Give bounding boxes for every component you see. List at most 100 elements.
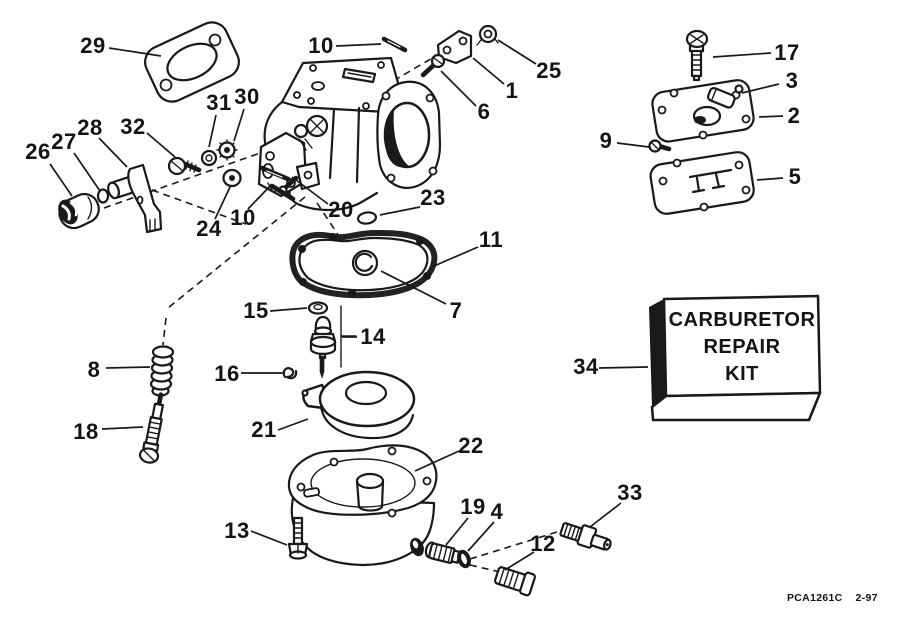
part-callout-2: 2 <box>787 103 801 128</box>
leader-line-10 <box>247 184 272 210</box>
part-28-lever <box>107 163 163 234</box>
kit-line-2: REPAIR <box>703 335 781 358</box>
part-15-washer <box>307 301 329 315</box>
leader-line-2 <box>758 115 784 118</box>
part-callout-12: 12 <box>530 531 556 556</box>
part-callout-25: 25 <box>536 58 562 83</box>
leader-line-26 <box>49 163 73 197</box>
part-29-gasket <box>144 21 240 103</box>
part-26-cup <box>58 192 100 230</box>
part-callout-5: 5 <box>788 164 802 189</box>
part-32-screw <box>167 156 202 176</box>
part-3-check-valve <box>706 84 744 109</box>
part-callout-9: 9 <box>599 128 613 153</box>
part-callout-8: 8 <box>87 357 101 382</box>
part-31-washer <box>200 149 218 167</box>
repair-kit-label: CARBURETOR REPAIR KIT <box>666 301 818 393</box>
part-callout-10: 10 <box>308 33 334 58</box>
leader-line-23 <box>379 206 421 216</box>
part-callout-31: 31 <box>206 90 232 115</box>
leader-line-31 <box>208 114 217 148</box>
carburetor-body <box>257 56 442 212</box>
leader-line-28 <box>98 137 128 168</box>
part-callout-18: 18 <box>73 419 99 444</box>
leader-line-27 <box>73 152 101 192</box>
leader-line-9 <box>616 142 650 148</box>
part-callout-3: 3 <box>785 68 799 93</box>
leader-line-4 <box>467 521 495 552</box>
leader-line-19 <box>445 517 469 546</box>
part-17-screw <box>685 29 709 82</box>
part-4-gasket <box>457 549 471 569</box>
leader-line-1 <box>472 57 505 85</box>
document-date: 2-97 <box>855 592 878 604</box>
part-callout-24: 24 <box>196 216 222 241</box>
part-callout-17: 17 <box>774 40 800 65</box>
kit-line-3: KIT <box>725 362 759 385</box>
part-7-center-valve <box>351 249 379 277</box>
part-34-kit-box <box>649 294 822 422</box>
part-callout-6: 6 <box>477 99 491 124</box>
part-9-screw <box>648 139 672 153</box>
leader-line-6 <box>440 70 477 107</box>
part-24-washer <box>222 168 242 188</box>
part-10-pin-top <box>381 36 408 53</box>
leader-line-20 <box>291 176 329 205</box>
part-callout-20: 20 <box>328 197 354 222</box>
part-callout-32: 32 <box>120 114 146 139</box>
part-callout-14: 14 <box>360 324 386 349</box>
part-22-float-bowl <box>287 444 438 566</box>
part-callout-30: 30 <box>234 84 260 109</box>
part-23-plug <box>356 211 378 225</box>
leader-line-22 <box>414 450 460 472</box>
leader-line-11 <box>433 246 479 267</box>
part-10-pin-mid <box>259 165 296 202</box>
leader-line-13 <box>250 530 288 546</box>
part-callout-33: 33 <box>617 480 643 505</box>
kit-line-1: CARBURETOR <box>668 308 816 331</box>
part-callout-16: 16 <box>214 361 240 386</box>
part-16-clip <box>282 367 298 380</box>
part-callout-27: 27 <box>51 129 77 154</box>
part-8-spring <box>149 345 175 397</box>
part-callout-28: 28 <box>77 115 103 140</box>
part-27-oring <box>96 188 110 204</box>
part-callout-11: 11 <box>478 227 504 252</box>
part-6-screw <box>420 53 446 78</box>
part-13-screw <box>287 516 309 560</box>
part-14-needle-seat <box>309 305 357 379</box>
leader-line-21 <box>277 418 309 431</box>
leader-line-30 <box>233 108 245 142</box>
leader-line-18 <box>101 426 144 430</box>
part-30-star-washer <box>216 139 238 161</box>
footer-code: PCA1261C 2-97 <box>787 592 878 604</box>
leader-line-5 <box>756 177 784 181</box>
leader-line-29 <box>108 47 162 57</box>
leader-line-25 <box>497 39 537 65</box>
leader-line-17 <box>712 52 772 58</box>
leader-line-10 <box>335 43 382 47</box>
part-callout-7: 7 <box>449 298 463 323</box>
leader-line-3 <box>741 83 780 94</box>
part-callout-34: 34 <box>573 354 599 379</box>
leader-line-33 <box>589 502 622 528</box>
leader-line-34 <box>598 366 649 369</box>
part-callout-10: 10 <box>230 205 256 230</box>
leader-line-15 <box>269 307 308 312</box>
part-callout-26: 26 <box>25 139 51 164</box>
part-callout-23: 23 <box>420 185 446 210</box>
part-callout-15: 15 <box>243 298 269 323</box>
leader-line-24 <box>214 186 231 220</box>
leader-line-32 <box>146 132 176 158</box>
document-code: PCA1261C <box>787 592 843 604</box>
part-11-gasket <box>289 229 438 299</box>
part-12-plug-screw <box>493 566 537 597</box>
leader-line-12 <box>504 551 535 571</box>
part-5-diaphragm <box>649 151 755 215</box>
part-25-nut <box>476 24 499 46</box>
part-callout-21: 21 <box>251 417 277 442</box>
part-callout-19: 19 <box>460 494 486 519</box>
